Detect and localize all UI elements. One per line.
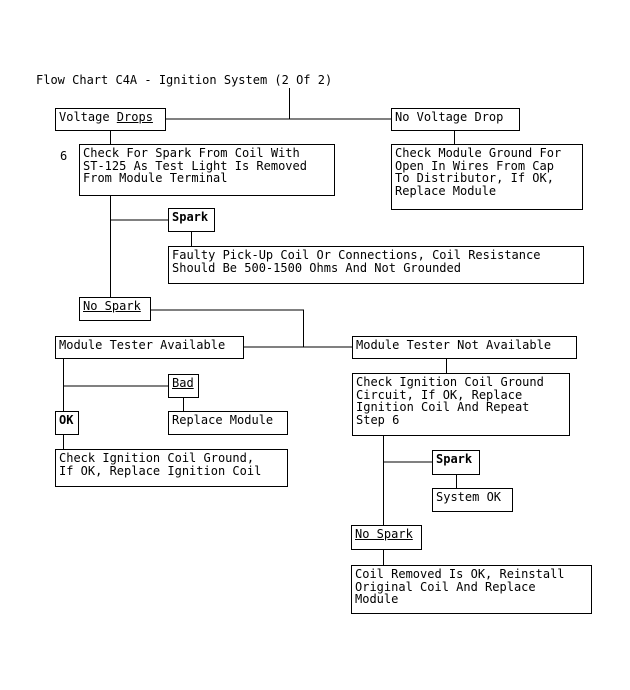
box-faulty-pickup-coil: Faulty Pick-Up Coil Or Connections, Coil… <box>168 246 584 284</box>
box-check-coil-ground: Check Ignition Coil Ground, If OK, Repla… <box>55 449 288 487</box>
page-title: Flow Chart C4A - Ignition System (2 Of 2… <box>36 73 333 87</box>
box-system-ok: System OK <box>432 488 513 512</box>
box-no-voltage-drop: No Voltage Drop <box>391 108 520 131</box>
box-bad: Bad <box>168 374 199 398</box>
box-spark-1: Spark <box>168 208 215 232</box>
voltage-drops-text: Voltage <box>59 110 117 124</box>
box-module-tester-available: Module Tester Available <box>55 336 244 359</box>
connector-title-to-row <box>289 88 391 120</box>
box-replace-module: Replace Module <box>168 411 288 435</box>
box-check-spark: Check For Spark From Coil With ST-125 As… <box>79 144 335 196</box>
step-number: 6 <box>60 149 68 163</box>
box-check-coil-ground-circuit: Check Ignition Coil Ground Circuit, If O… <box>352 373 570 436</box>
box-ok: OK <box>55 411 79 435</box>
box-check-module-ground: Check Module Ground For Open In Wires Fr… <box>391 144 583 210</box>
box-module-tester-not-available: Module Tester Not Available <box>352 336 577 359</box>
voltage-drops-underlined: Drops <box>116 110 153 124</box>
connector-nospark-branch <box>151 309 304 347</box>
box-no-spark-1: No Spark <box>79 297 151 321</box>
box-spark-2: Spark <box>432 450 480 475</box>
box-no-spark-2: No Spark <box>351 525 422 550</box>
box-coil-removed: Coil Removed Is OK, Reinstall Original C… <box>351 565 592 614</box>
box-voltage-drops: Voltage Drops <box>55 108 166 131</box>
